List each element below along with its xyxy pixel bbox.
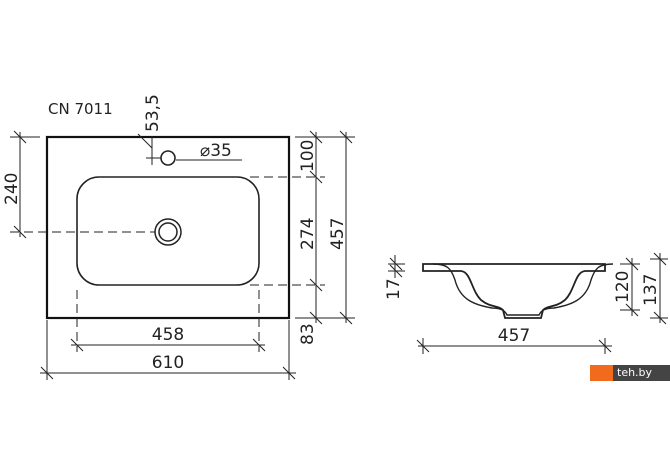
dim-457: 457 — [328, 218, 348, 250]
watermark-text: teh.by — [613, 365, 670, 381]
dim-137: 137 — [641, 274, 661, 306]
dim-610: 610 — [152, 353, 184, 373]
dim-458: 458 — [152, 325, 184, 345]
dim-100: 100 — [298, 140, 318, 172]
tap-diameter-label: ⌀35 — [200, 141, 232, 161]
top-view: CN 7011 ⌀35 53,5 240 100 274 83 457 458 … — [2, 94, 355, 380]
dim-457-side: 457 — [498, 326, 530, 346]
drain-inner — [158, 222, 178, 242]
basin-profile — [422, 263, 606, 319]
tap-offset-label: 53,5 — [143, 94, 163, 132]
bowl-outline — [76, 176, 260, 286]
dim-83: 83 — [298, 323, 318, 345]
dim-17: 17 — [384, 278, 404, 300]
countertop-outline — [45, 135, 291, 320]
dim-120: 120 — [613, 271, 633, 303]
model-label: CN 7011 — [48, 100, 113, 118]
watermark-orange-bar — [590, 365, 613, 381]
tap-hole — [160, 150, 176, 166]
side-view: 17 120 137 457 — [384, 252, 668, 354]
dim-240: 240 — [2, 173, 22, 205]
watermark: teh.by — [590, 365, 670, 381]
tap-offset-leader — [137, 133, 153, 149]
dim-274: 274 — [298, 218, 318, 250]
